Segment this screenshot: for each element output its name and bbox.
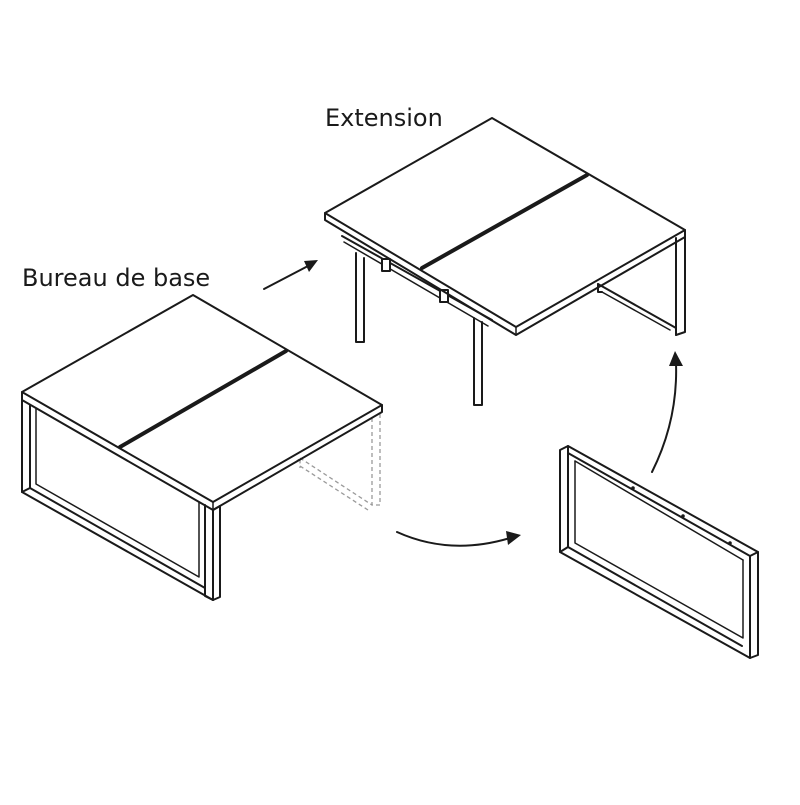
arrow-base-to-frame <box>396 531 521 547</box>
arrow-frame-to-extension <box>651 351 683 473</box>
label-extension: Extension <box>325 104 443 132</box>
base-desk-center-divider <box>118 349 288 449</box>
label-base-desk: Bureau de base <box>22 264 211 292</box>
extension-bracket-2 <box>439 289 449 303</box>
base-desk-left-leg-frame <box>21 399 221 601</box>
extension-back-leg <box>355 252 365 343</box>
base-desk <box>21 294 383 601</box>
mount-dot-3 <box>728 541 732 545</box>
mount-dot-2 <box>681 514 685 518</box>
moved-leg-frame <box>559 445 759 659</box>
arrow-base-to-extension <box>263 260 318 290</box>
extension-front-leg <box>473 317 483 406</box>
extension-desk <box>324 117 686 406</box>
mount-dot-1 <box>631 486 635 490</box>
extension-bracket-1 <box>381 258 391 272</box>
extension-center-divider <box>420 173 589 270</box>
